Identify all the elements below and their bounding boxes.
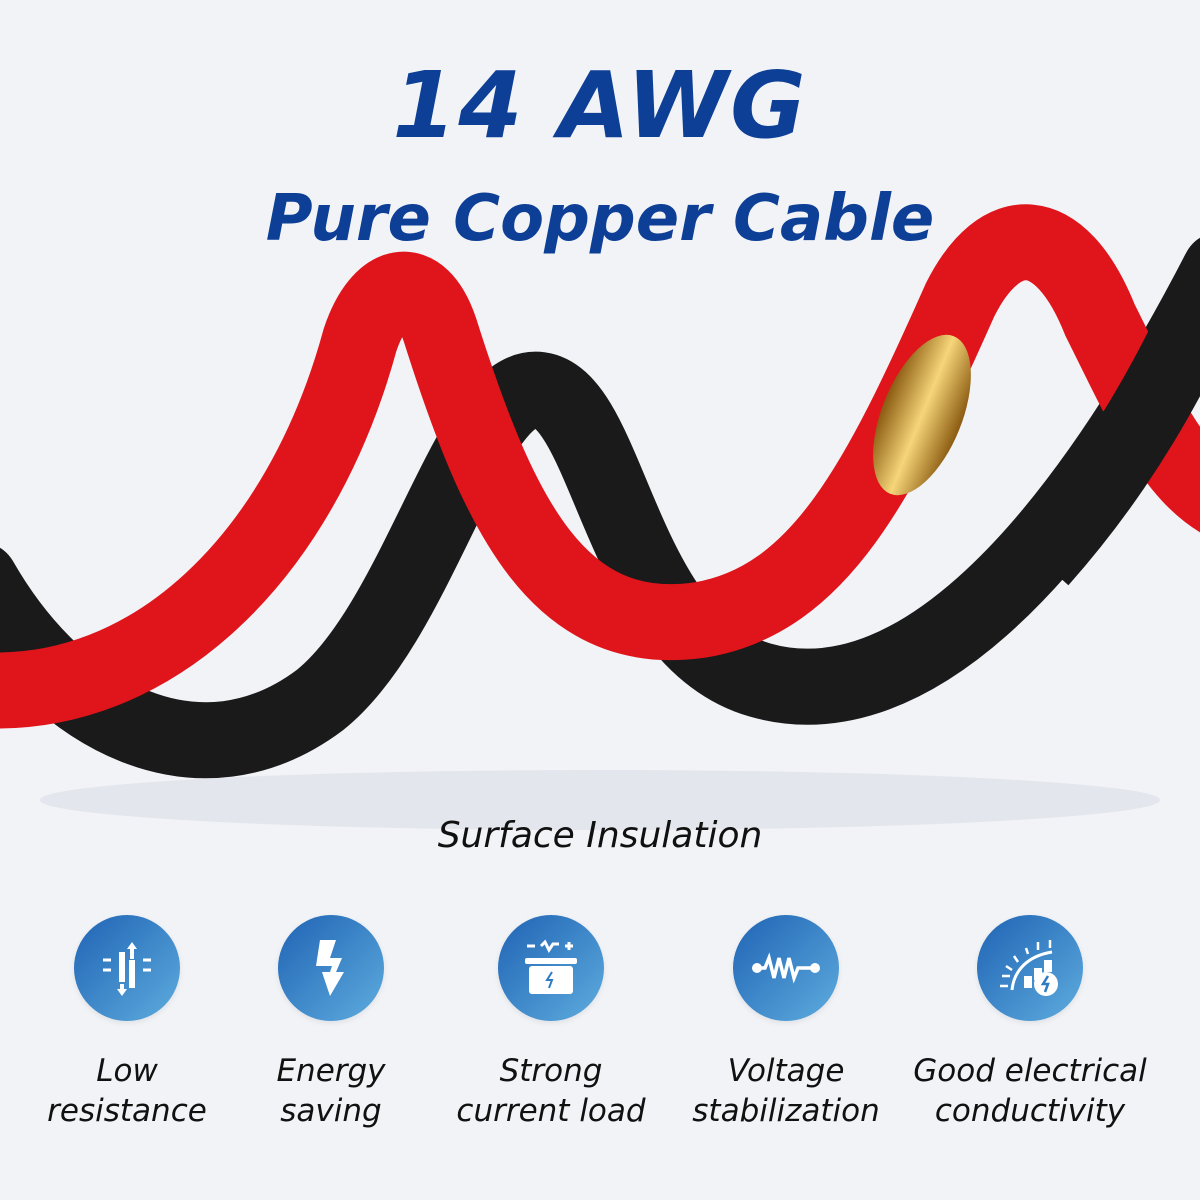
feature-energy-saving: Energy saving: [211, 915, 451, 1131]
title-awg: 14 AWG: [392, 52, 808, 159]
feature-label-line1: Strong: [499, 1053, 603, 1089]
feature-label-line2: stabilization: [692, 1093, 880, 1129]
resistor-wave-icon: [733, 915, 839, 1021]
feature-label-line2: conductivity: [934, 1093, 1126, 1129]
feature-low-resistance: Low resistance: [7, 915, 247, 1131]
feature-voltage-stabilization: Voltage stabilization: [666, 915, 906, 1131]
copper-strands: [873, 334, 971, 496]
lightning-icon: [278, 915, 384, 1021]
feature-label-line1: Energy: [276, 1053, 386, 1089]
black-cable-overlap: [1011, 254, 1200, 586]
feature-conductivity: Good electrical conductivity: [910, 915, 1150, 1131]
surface-insulation-label: Surface Insulation: [437, 815, 763, 856]
low-resistance-icon: [74, 915, 180, 1021]
feature-strong-current: Strong current load: [431, 915, 671, 1131]
feature-label-line1: Voltage: [727, 1053, 845, 1089]
red-cable: [0, 204, 1200, 729]
feature-label-line1: Good electrical: [913, 1053, 1147, 1089]
black-cable: [0, 237, 1200, 779]
conductivity-icon: [977, 915, 1083, 1021]
feature-label-line1: Low: [96, 1053, 158, 1089]
feature-label-line2: saving: [280, 1093, 382, 1129]
title-product: Pure Copper Cable: [265, 182, 935, 256]
cable-shadow: [40, 770, 1160, 830]
battery-icon: [498, 915, 604, 1021]
feature-label-line2: current load: [456, 1093, 646, 1129]
feature-label-line2: resistance: [47, 1093, 207, 1129]
